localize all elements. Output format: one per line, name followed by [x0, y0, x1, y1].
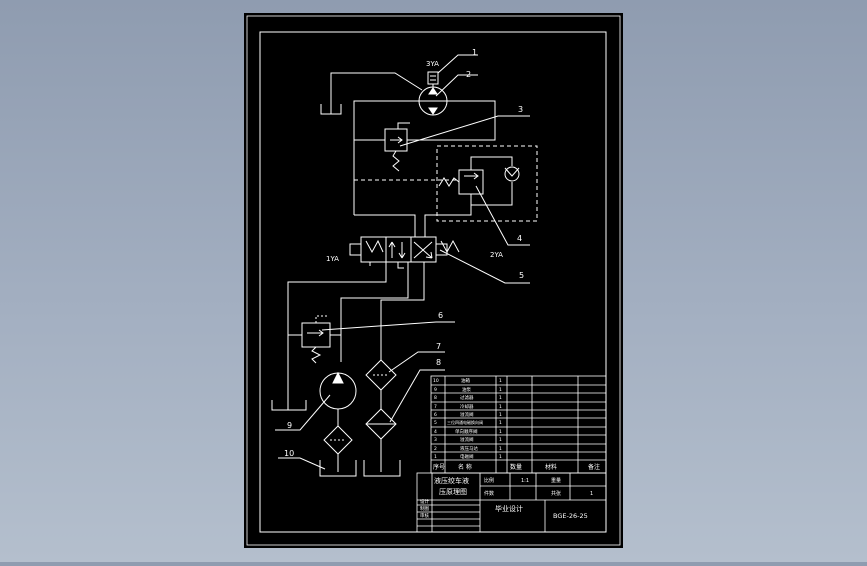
part-no: 9	[434, 387, 437, 393]
part-name: 单向顺序阀	[455, 428, 478, 435]
header-note: 备注	[588, 463, 600, 471]
header-material: 材料	[545, 463, 557, 471]
part-no: 3	[434, 437, 437, 443]
parts-list-header: 序号 名 称 数量 材料 备注	[433, 463, 600, 471]
callout-5: 5	[519, 271, 524, 280]
callout-7: 7	[436, 342, 441, 351]
sheet-border-outer	[246, 15, 621, 546]
part-no: 1	[434, 454, 437, 460]
solenoid-label-1ya: 1YA	[326, 255, 339, 263]
part-no: 10	[433, 378, 439, 384]
sheet-label: 共张	[551, 490, 561, 497]
part-qty: 1	[499, 454, 502, 460]
part-no: 2	[434, 446, 437, 452]
part-name: 过滤器	[460, 394, 474, 401]
hydraulic-circuit	[271, 54, 538, 477]
part-qty: 1	[499, 387, 502, 393]
checked-label: 审核	[420, 512, 429, 519]
solenoid-label-3ya: 3YA	[426, 60, 439, 68]
drawing-name-line2: 压原理图	[439, 488, 467, 496]
drawing-name-line1: 液压绞车液	[434, 476, 469, 485]
header-name: 名 称	[458, 463, 472, 471]
title-block: 液压绞车液 压原理图 比例 1:1 重量 件数 共张 1 设计 制图 审核 毕业…	[420, 476, 593, 520]
callout-6: 6	[438, 311, 443, 320]
weight-label: 重量	[551, 477, 561, 484]
title-block-frame	[416, 375, 607, 533]
callout-3: 3	[518, 105, 523, 114]
part-qty: 1	[499, 404, 502, 410]
part-no: 7	[434, 404, 437, 410]
qty-label: 件数	[484, 490, 494, 497]
part-name: 溢流阀	[460, 411, 474, 418]
drawn-label: 设计	[420, 498, 429, 505]
ratio-value: 1:1	[521, 478, 529, 484]
part-name: 油泵	[462, 386, 471, 393]
sheet-value: 1	[590, 491, 593, 497]
part-no: 6	[434, 412, 437, 418]
part-no: 8	[434, 395, 437, 401]
callout-9: 9	[287, 421, 292, 430]
part-qty: 1	[499, 446, 502, 452]
callout-10: 10	[284, 449, 294, 458]
part-no: 5	[434, 420, 437, 426]
part-name: 液压马达	[460, 445, 478, 452]
part-name: 电磁阀	[460, 453, 474, 460]
callout-1: 1	[472, 48, 477, 57]
check-valve-4	[504, 166, 520, 182]
part-name: 溢流阀	[460, 436, 474, 443]
part-name: 三位四通电磁换向阀	[447, 419, 483, 425]
part-qty: 1	[499, 378, 502, 384]
callout-2: 2	[466, 70, 471, 79]
tank-symbol-return	[363, 460, 401, 477]
check-sequence-valve-4-boundary	[436, 145, 538, 222]
parts-list: 10 油箱 1 9 油泵 1 8 过滤器 1 7 冷却器 1 6 溢流阀 1 5…	[433, 377, 502, 460]
drawing-number: BGE-26-25	[553, 512, 588, 520]
drafted-label: 制图	[420, 505, 429, 512]
part-qty: 1	[499, 395, 502, 401]
ratio-label: 比例	[484, 477, 494, 484]
callout-8: 8	[436, 358, 441, 367]
solenoid-label-2ya: 2YA	[490, 251, 503, 259]
tank-symbol-10	[319, 460, 357, 477]
callouts: 1 2 3 4 5 6 7 8 9 10 3YA 1YA 2YA	[284, 48, 524, 458]
header-no: 序号	[433, 463, 445, 471]
part-qty: 1	[499, 412, 502, 418]
project-title: 毕业设计	[495, 504, 523, 513]
callout-4: 4	[517, 234, 522, 243]
part-name: 油箱	[461, 377, 470, 384]
part-name: 冷却器	[460, 403, 474, 410]
part-qty: 1	[499, 420, 502, 426]
drawing-sheet	[244, 13, 623, 548]
header-qty: 数量	[510, 463, 522, 471]
part-qty: 1	[499, 437, 502, 443]
drain-line	[330, 72, 423, 114]
part-no: 4	[434, 429, 437, 435]
part-qty: 1	[499, 429, 502, 435]
